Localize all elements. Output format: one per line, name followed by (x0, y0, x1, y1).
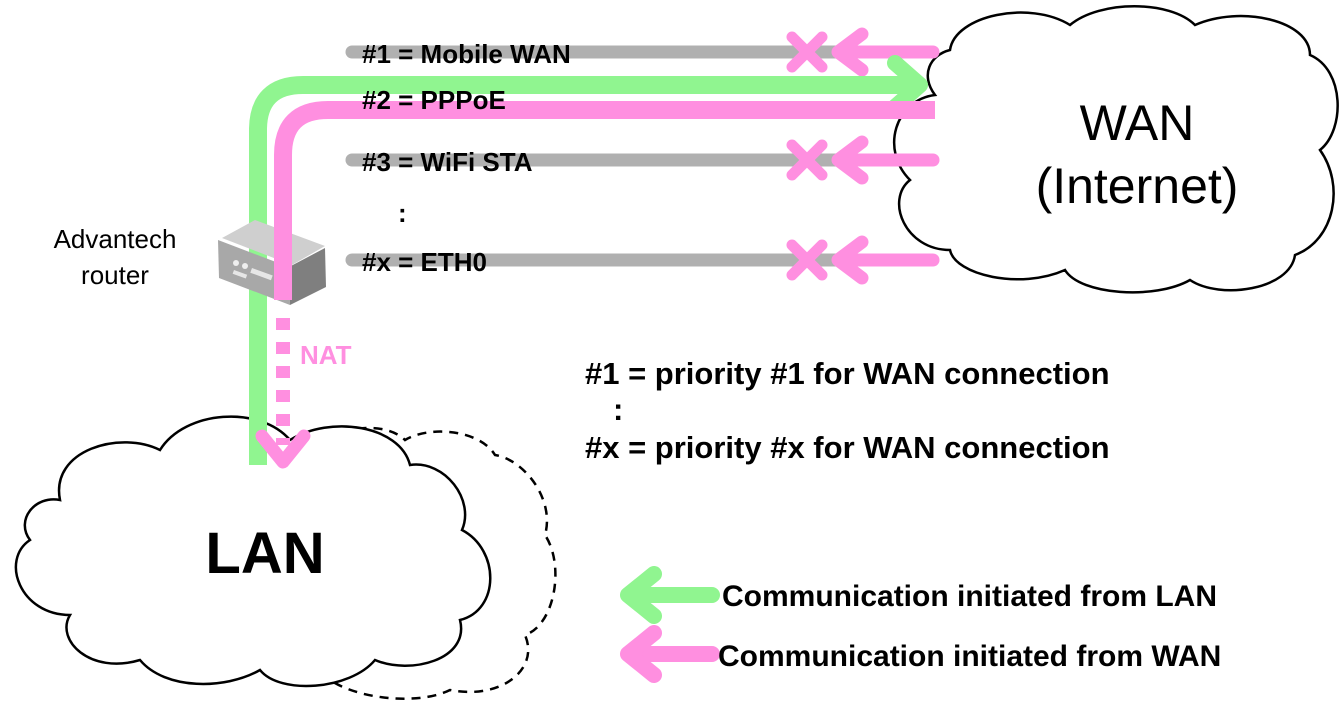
legend-lan-label: Communication initiated from LAN (722, 580, 1217, 613)
blocked-arrow-x (831, 235, 940, 285)
inactive-connection-lines (345, 45, 847, 267)
lan-initiated-flow (249, 55, 928, 465)
blocked-wan-arrows (786, 27, 940, 285)
priority-note-line1: #1 = priority #1 for WAN connection (585, 356, 1110, 391)
wan-initiated-flow (255, 101, 935, 469)
connection-label-1: #1 = Mobile WAN (362, 39, 571, 69)
connection-label-2: #2 = PPPoE (362, 85, 506, 115)
legend-wan-label: Communication initiated from WAN (718, 640, 1221, 673)
router-caption-line1: Advantech (54, 224, 177, 254)
blocked-cross-icon (786, 139, 828, 181)
wan-cloud-title: WAN (1080, 95, 1195, 151)
connection-ellipsis: : (398, 198, 407, 228)
blocked-cross-icon (786, 31, 828, 73)
connection-label-x: #x = ETH0 (362, 247, 487, 277)
legend-wan-arrow-icon (620, 625, 720, 683)
priority-note-ellipsis: : (613, 392, 623, 427)
legend-lan-arrow-icon (620, 566, 720, 624)
blocked-arrow-3 (831, 135, 940, 185)
nat-label: NAT (300, 340, 352, 370)
blocked-arrow-1 (831, 27, 940, 77)
wan-cloud (893, 5, 1339, 294)
connection-label-3: #3 = WiFi STA (362, 147, 533, 177)
priority-note-line2: #x = priority #x for WAN connection (585, 430, 1110, 465)
legend: Communication initiated from LAN Communi… (620, 566, 1221, 683)
lan-cloud-title: LAN (205, 521, 324, 586)
router-caption-line2: router (81, 260, 149, 290)
router-icon (218, 220, 326, 305)
blocked-cross-icon (786, 239, 828, 281)
wan-cloud-subtitle: (Internet) (1036, 158, 1239, 214)
